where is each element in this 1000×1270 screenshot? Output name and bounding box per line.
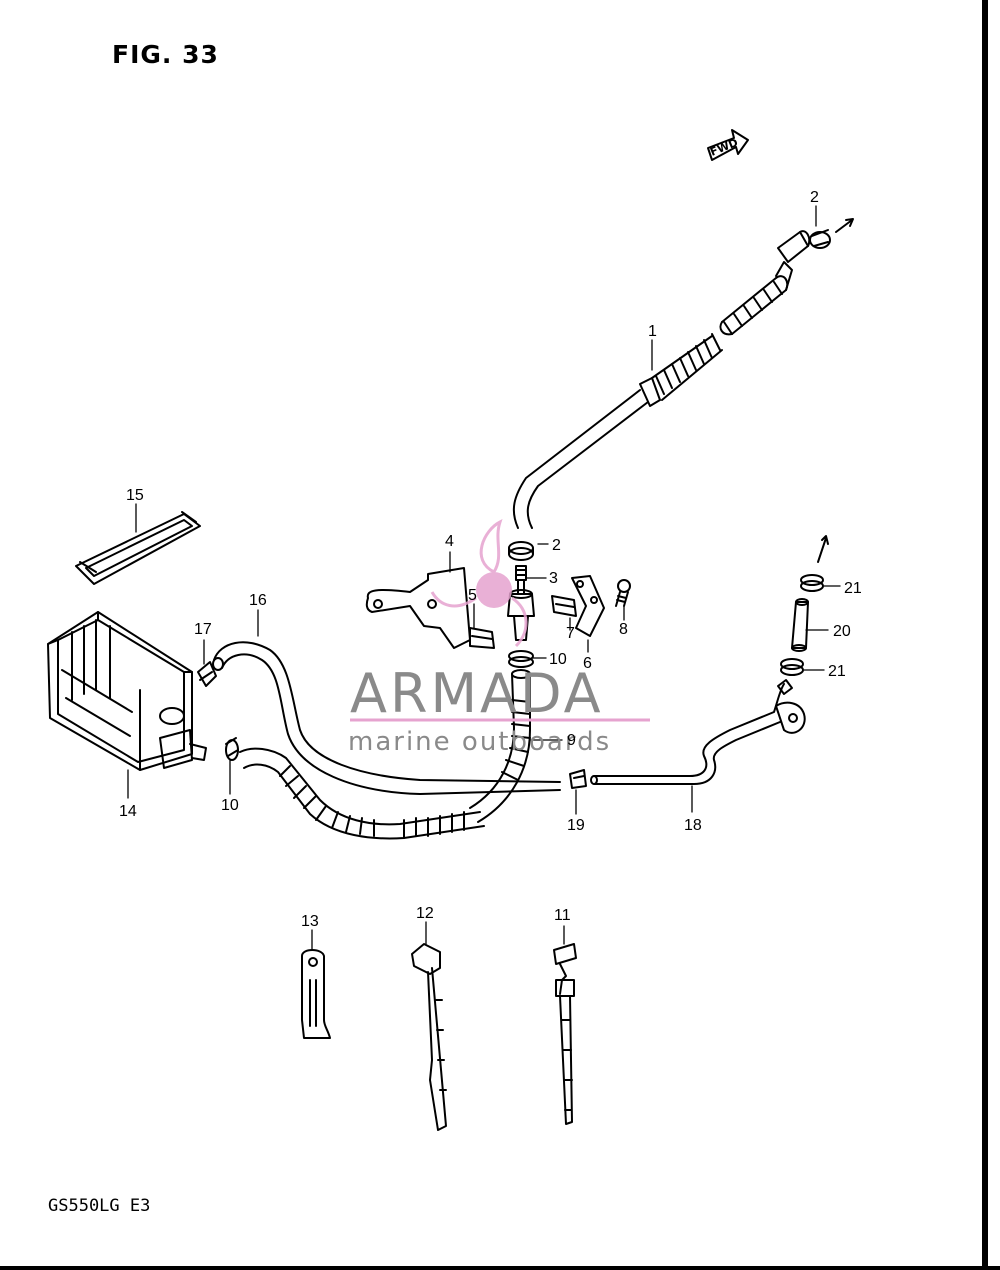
- armada-logo-icon: [430, 519, 528, 648]
- lower-hose: [239, 747, 485, 840]
- hose-clamp-10-middle: [508, 650, 534, 668]
- hose-clamp-21-bottom: [780, 658, 804, 676]
- callout-20: 20: [833, 623, 851, 640]
- canister-14: [47, 611, 207, 771]
- model-code: GS550LG E3: [48, 1196, 151, 1216]
- callout-9: 9: [567, 732, 576, 749]
- hose-clamp-19: [569, 769, 587, 789]
- callout-1: 1: [648, 323, 657, 340]
- callout-11: 11: [554, 907, 571, 924]
- callout-21: 21: [828, 663, 846, 680]
- callout-10: 10: [549, 651, 567, 668]
- callout-2: 2: [810, 189, 819, 206]
- callout-18: 18: [684, 817, 702, 834]
- fitting-3: [515, 565, 527, 581]
- figure-title: FIG. 33: [112, 40, 219, 69]
- fwd-label: FWD: [708, 136, 740, 159]
- clamp-5: [469, 627, 495, 649]
- callout-13: 13: [301, 913, 319, 930]
- hose-clamp-10-left: [225, 737, 239, 761]
- strap-15: [75, 511, 201, 585]
- page-edge-bottom: [0, 1266, 1000, 1270]
- hose-clamp-21-top: [800, 574, 824, 592]
- callout-5: 5: [468, 587, 477, 604]
- tie-band-11: [553, 943, 577, 1125]
- callout-7: 7: [566, 625, 575, 642]
- breather-hose-1: [512, 230, 811, 529]
- callout-14: 14: [119, 803, 137, 820]
- callout-19: 19: [567, 817, 585, 834]
- pipe-18: [590, 679, 806, 785]
- page-edge-right: [982, 0, 988, 1270]
- callout-4: 4: [445, 533, 454, 550]
- clip-13: [301, 949, 331, 1039]
- callout-10: 10: [221, 797, 239, 814]
- fwd-arrow-icon: FWD: [707, 129, 749, 161]
- hose-clamp-2-middle: [508, 541, 534, 561]
- hose-20: [791, 598, 809, 652]
- callout-3: 3: [549, 570, 558, 587]
- hose-9: [469, 669, 531, 823]
- callout-17: 17: [194, 621, 212, 638]
- tie-band-12: [411, 943, 447, 1131]
- callout-8: 8: [619, 621, 628, 638]
- callout-12: 12: [416, 905, 434, 922]
- watermark: ARMADA marine outboards: [348, 662, 650, 757]
- callout-21: 21: [844, 580, 862, 597]
- callout-6: 6: [583, 655, 592, 672]
- callout-15: 15: [126, 487, 144, 504]
- hose-clamp-2-top: [809, 229, 831, 249]
- bracket-4: [365, 567, 471, 649]
- bolt-8: [615, 579, 631, 607]
- hose-clamp-17: [197, 661, 217, 687]
- watermark-tagline: marine outboards: [348, 727, 611, 757]
- leader-lines: [127, 205, 841, 951]
- callout-2: 2: [552, 537, 561, 554]
- watermark-brand: ARMADA: [350, 662, 604, 725]
- callout-16: 16: [249, 592, 267, 609]
- flow-arrow-icon: [835, 218, 854, 233]
- hose-16: [212, 641, 561, 795]
- bracket-6: [571, 575, 605, 637]
- clamp-7: [551, 595, 577, 617]
- flow-arrow-icon: [817, 535, 829, 563]
